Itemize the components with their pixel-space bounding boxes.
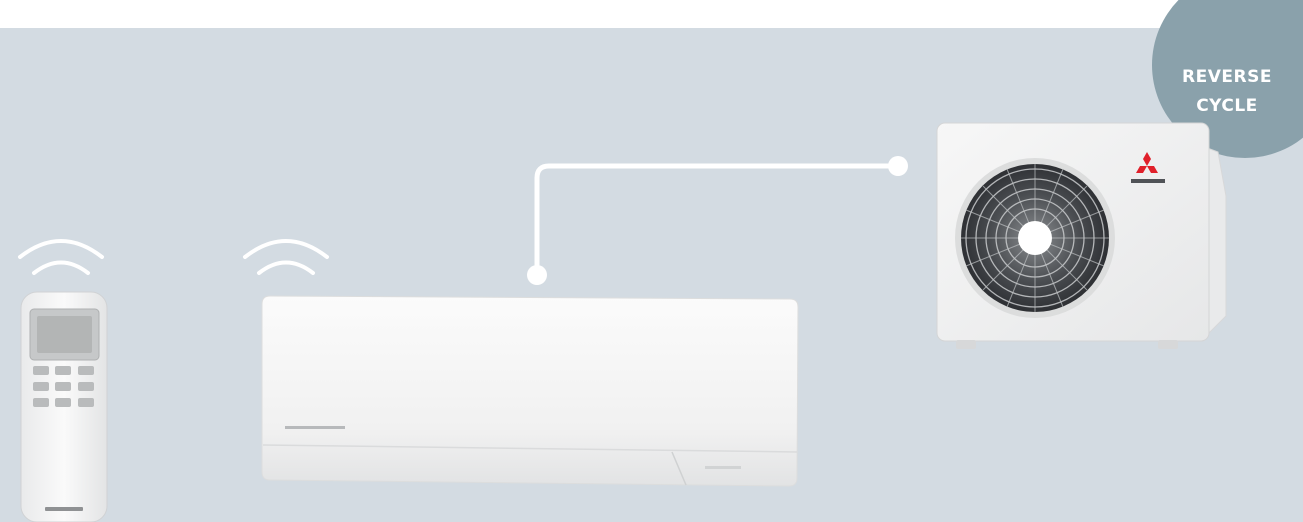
outdoor-brand-wordmark (1131, 179, 1165, 183)
outdoor-fan-grille (955, 158, 1115, 318)
badge-line-1: REVERSE (1180, 63, 1274, 92)
fan-hub (1018, 221, 1052, 255)
badge-line-2: CYCLE (1180, 92, 1274, 121)
reverse-cycle-label: REVERSE CYCLE (1180, 63, 1274, 121)
outdoor-condenser-unit (937, 123, 1226, 349)
